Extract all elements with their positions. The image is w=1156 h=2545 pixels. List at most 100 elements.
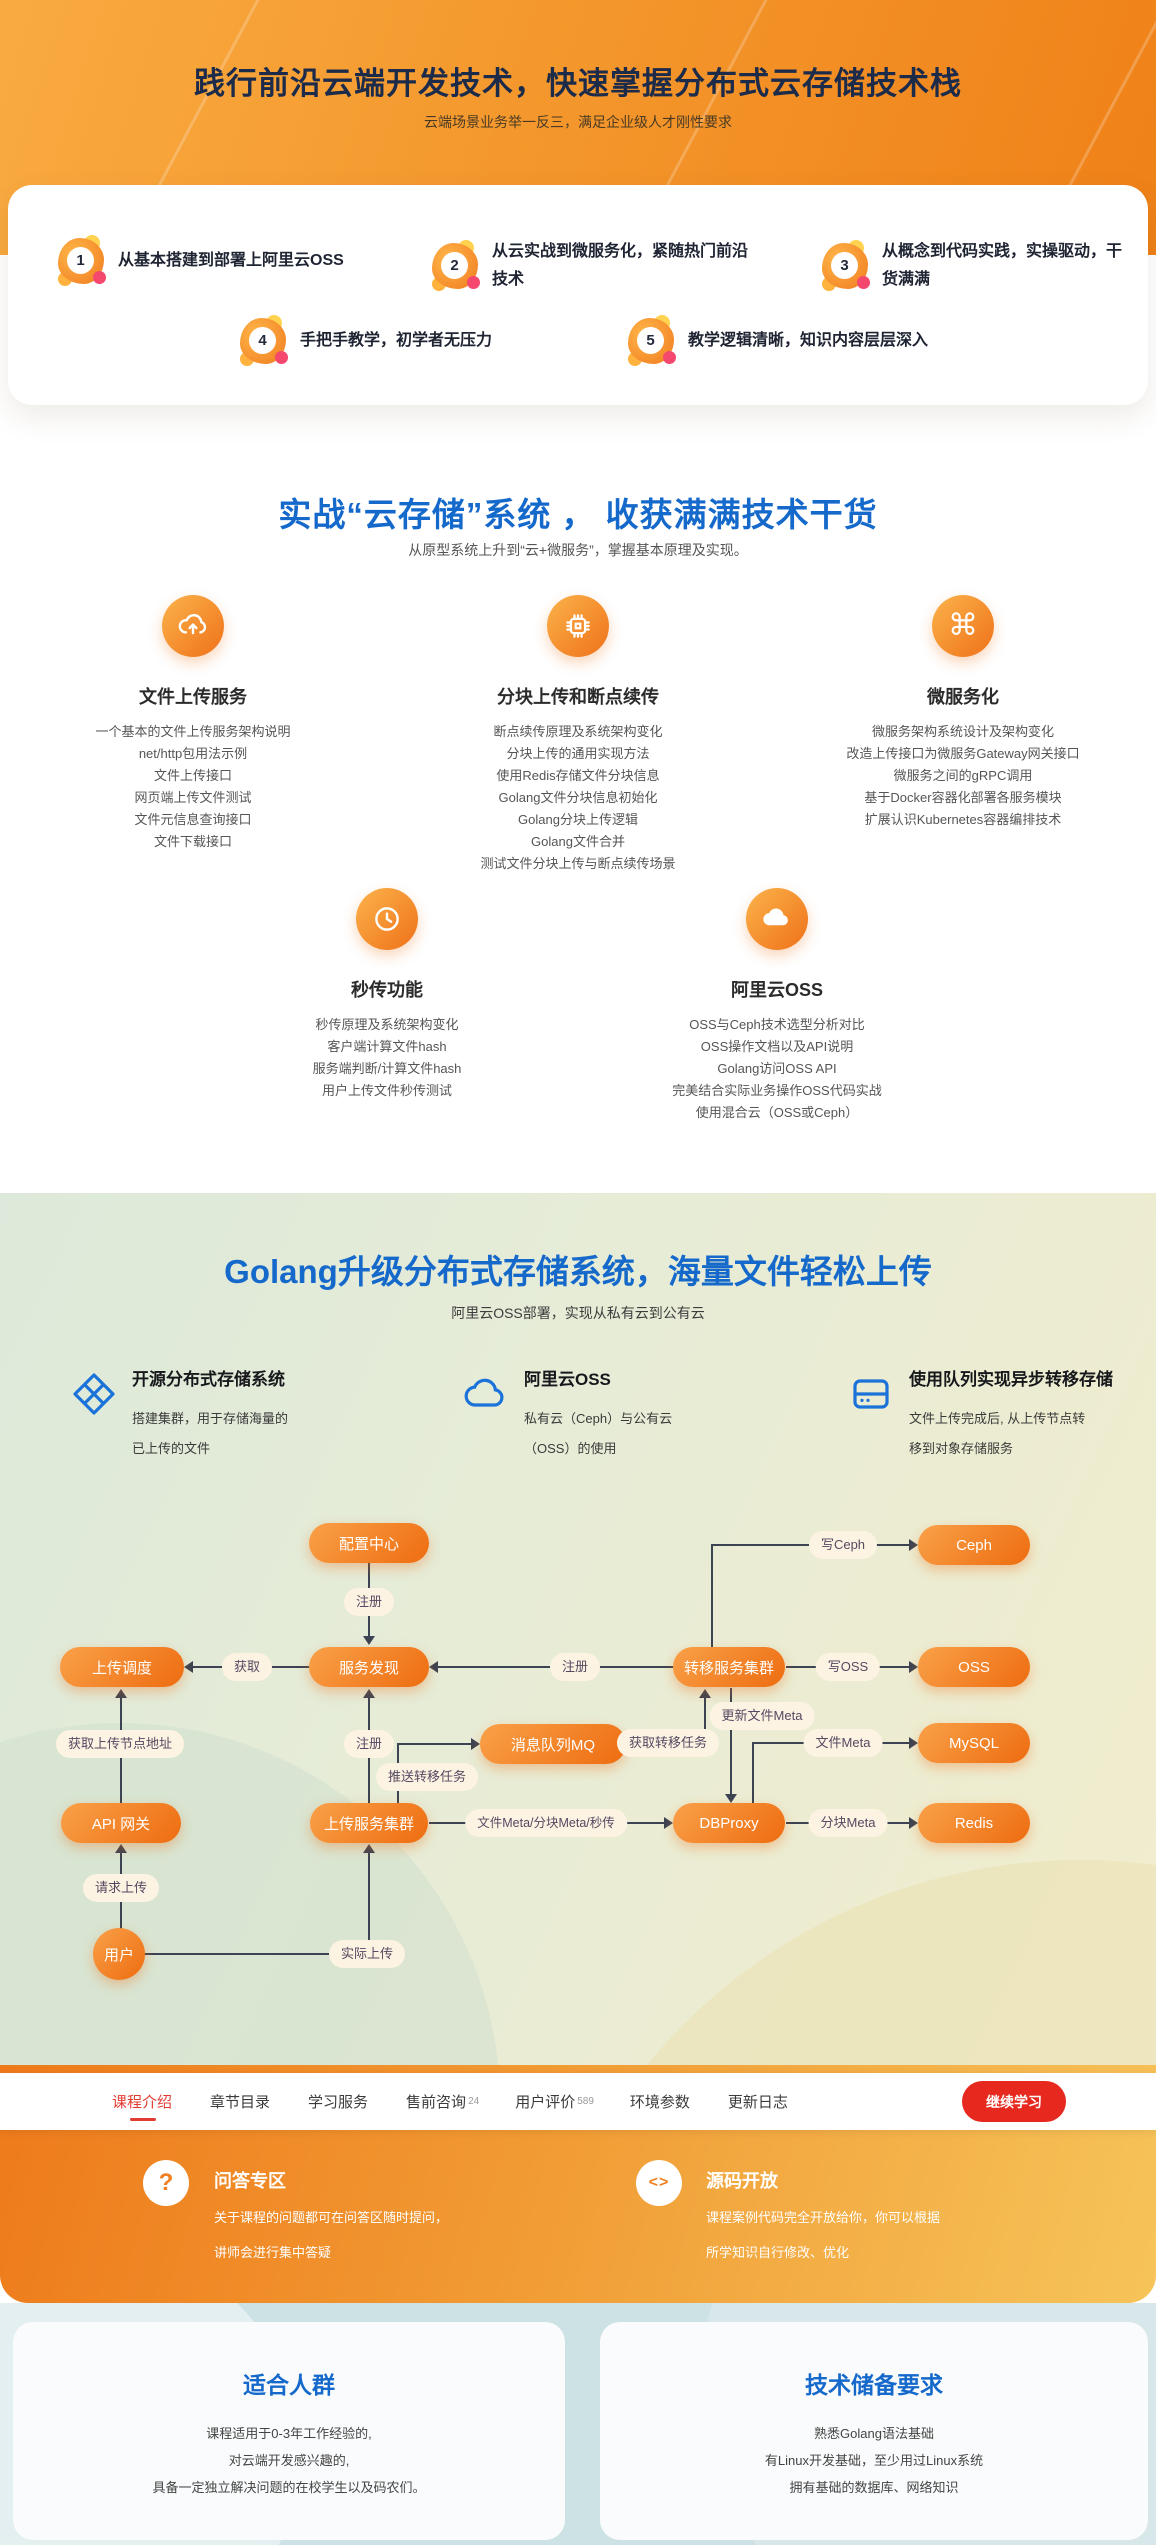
audience-card: 适合人群 课程适用于0-3年工作经验的, 对云端开发感兴趣的, 具备一定独立解决… [13,2322,565,2540]
diagram-label-file-meta: 文件Meta [803,1729,883,1757]
list-item: OSS操作文档以及API说明 [700,1039,854,1054]
arrow-right-icon [909,1539,918,1551]
diagram-label-chunk-meta: 分块Meta [808,1809,888,1837]
list-item: Golang访问OSS API [717,1061,837,1076]
arrow-down-icon [725,1794,737,1803]
list-item: 基于Docker容器化部署各服务模块 [864,790,1062,805]
list-item: 客户端计算文件hash [327,1039,447,1054]
diagram-line [704,1698,706,1745]
diagram-node-upload-cluster: 上传服务集群 [310,1803,428,1843]
highlight-text: 从基本搭建到部署上阿里云OSS [118,252,344,269]
diagram-node-redis: Redis [918,1803,1030,1843]
highlights-card: 1 从基本搭建到部署上阿里云OSS 2 从云实战到微服务化，紧随热门前沿技术 3… [8,185,1148,405]
list-item: 改造上传接口为微服务Gateway网关接口 [846,746,1080,761]
audience-card-title: 技术储备要求 [805,2372,943,2398]
diagram-line [752,1743,754,1803]
highlight-text: 从概念到代码实践，实操驱动，干货满满 [882,243,1123,288]
diagram-line [397,1743,471,1745]
diagram-label-register: 注册 [343,1730,395,1758]
list-item: 文件元信息查询接口 [134,812,252,827]
list-item: Golang文件合并 [531,834,625,849]
number-blob-icon: 2 [432,240,480,291]
diagram-line [144,1953,369,1955]
audience-line: 熟悉Golang语法基础 [814,2426,934,2441]
highlight-text: 教学逻辑清晰，知识内容层层深入 [688,332,929,349]
continue-learning-button[interactable]: 继续学习 [962,2081,1066,2122]
feature-title: 开源分布式存储系统 [132,1370,285,1389]
command-icon: ⌘ [932,595,994,657]
question-icon: ? [143,2160,189,2206]
feature-async-transfer: 使用队列实现异步转移存储 文件上传完成后, 从上传节点转 移到对象存储服务 [847,1368,1147,1464]
cloud-upload-icon [162,595,224,657]
audience-card-lines: 课程适用于0-3年工作经验的, 对云端开发感兴趣的, 具备一定独立解决问题的在校… [13,2420,565,2501]
diagram-line [368,1853,370,1954]
column-list: 断点续传原理及系统架构变化 分块上传的通用实现方法 使用Redis存储文件分块信… [398,721,758,875]
diagram-label-register: 注册 [343,1588,395,1616]
tab-badge: 589 [577,2096,594,2107]
tab-environment-params[interactable]: 环境参数 [629,2094,690,2111]
arrow-right-icon [471,1738,480,1750]
diagram-node-config-center: 配置中心 [309,1523,429,1563]
diagram-label-get-upload-node: 获取上传节点地址 [55,1730,185,1758]
diagram-node-service-discovery: 服务发现 [309,1647,429,1687]
column-list: 一个基本的文件上传服务架构说明 net/http包用法示例 文件上传接口 网页端… [23,721,363,853]
diagram-label-get-transfer-task: 获取转移任务 [616,1729,720,1757]
highlight-text: 从云实战到微服务化，紧随热门前沿技术 [492,243,749,288]
active-tab-underline [130,2118,156,2121]
upgrade-section-background [0,1193,1156,2065]
list-item: OSS与Ceph技术选型分析对比 [689,1017,865,1032]
column-list: OSS与Ceph技术选型分析对比 OSS操作文档以及API说明 Golang访问… [607,1014,947,1124]
page-subtitle: 云端场景业务举一反三，满足企业级人才刚性要求 [424,114,732,130]
cube-icon [70,1370,118,1423]
diagram-node-api-gateway: API 网关 [61,1803,181,1843]
diagram-line [730,1688,732,1794]
diagram-label-write-ceph: 写Ceph [808,1531,878,1559]
column-title: 微服务化 [927,687,999,707]
diagram-node-user: 用户 [93,1928,145,1980]
tab-update-log[interactable]: 更新日志 [727,2094,788,2111]
arrow-up-icon [363,1689,375,1698]
practice-column-chunk: 分块上传和断点续传 断点续传原理及系统架构变化 分块上传的通用实现方法 使用Re… [398,595,758,875]
feature-aliyun-oss: 阿里云OSS 私有云（Ceph）与公有云 （OSS）的使用 [462,1368,792,1464]
tab-course-intro[interactable]: 课程介绍 [112,2073,174,2130]
cloud-outline-icon [462,1370,510,1423]
list-item: 使用Redis存储文件分块信息 [496,768,660,783]
diagram-node-dbproxy: DBProxy [673,1803,785,1843]
highlight-item: 5 教学逻辑清晰，知识内容层层深入 [628,315,988,366]
audience-line: 有Linux开发基础，至少用过Linux系统 [764,2453,984,2468]
tech-requirements-card: 技术储备要求 熟悉Golang语法基础 有Linux开发基础，至少用过Linux… [600,2322,1148,2540]
highlight-item: 3 从概念到代码实践，实操驱动，干货满满 [822,238,1132,294]
highlight-item: 4 手把手教学，初学者无压力 [240,315,540,366]
highlight-text: 手把手教学，初学者无压力 [300,332,493,349]
diagram-label-request-upload: 请求上传 [82,1874,160,1902]
number-blob-icon: 3 [822,240,870,291]
feature-desc-line: 文件上传完成后, 从上传节点转 [909,1411,1086,1426]
column-title: 秒传功能 [351,980,423,1000]
list-item: 用户上传文件秒传测试 [321,1083,452,1098]
diagram-node-transfer-cluster: 转移服务集群 [673,1647,785,1687]
tab-learning-service[interactable]: 学习服务 [308,2094,369,2111]
arrow-right-icon [909,1661,918,1673]
tab-chapter-list[interactable]: 章节目录 [210,2094,271,2111]
practice-section-subtitle: 从原型系统上升到“云+微服务”，掌握基本原理及实现。 [408,542,748,558]
diagram-node-ceph: Ceph [918,1525,1030,1565]
audience-card-lines: 熟悉Golang语法基础 有Linux开发基础，至少用过Linux系统 拥有基础… [600,2420,1148,2501]
arrow-left-icon [429,1661,438,1673]
chip-icon [547,595,609,657]
number-blob-icon: 4 [240,315,288,366]
feature-desc-line: 移到对象存储服务 [909,1441,1014,1456]
column-title: 文件上传服务 [139,687,247,707]
feature-distributed-storage: 开源分布式存储系统 搭建集群，用于存储海量的 已上传的文件 [70,1368,400,1464]
feature-desc: 私有云（Ceph）与公有云 （OSS）的使用 [524,1404,792,1464]
highlight-item: 2 从云实战到微服务化，紧随热门前沿技术 [432,238,762,294]
feature-desc-line: 已上传的文件 [132,1441,211,1456]
list-item: 秒传原理及系统架构变化 [315,1017,459,1032]
feature-desc: 搭建集群，用于存储海量的 已上传的文件 [132,1404,400,1464]
audience-line: 对云端开发感兴趣的, [228,2453,350,2468]
column-title: 阿里云OSS [730,980,823,1000]
column-list: 微服务架构系统设计及架构变化 改造上传接口为微服务Gateway网关接口 微服务… [770,721,1156,831]
diagram-node-upload-scheduler: 上传调度 [60,1647,184,1687]
